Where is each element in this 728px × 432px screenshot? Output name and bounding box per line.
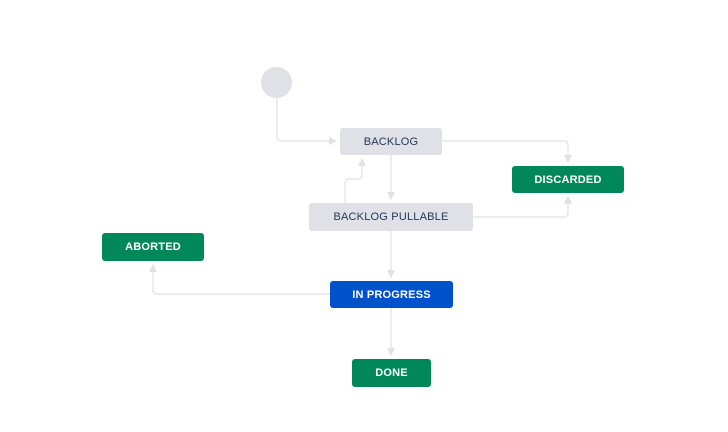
status-aborted-label: ABORTED — [125, 241, 181, 253]
transition-backlog-to-discarded[interactable] — [442, 140, 572, 163]
start-node[interactable] — [261, 67, 292, 98]
status-backlog-pullable[interactable]: BACKLOG PULLABLE — [309, 203, 473, 231]
transition-start-to-backlog[interactable] — [276, 98, 337, 145]
status-aborted[interactable]: ABORTED — [102, 233, 204, 261]
status-backlog-pullable-label: BACKLOG PULLABLE — [333, 211, 449, 223]
status-discarded[interactable]: DISCARDED — [512, 166, 624, 193]
status-discarded-label: DISCARDED — [534, 173, 602, 186]
status-done-label: DONE — [375, 367, 408, 379]
status-in-progress[interactable]: IN PROGRESS — [330, 281, 453, 308]
transition-pullable-to-backlog[interactable] — [344, 158, 366, 203]
status-in-progress-label: IN PROGRESS — [352, 288, 431, 301]
transition-pullable-to-discarded[interactable] — [473, 196, 572, 218]
status-backlog[interactable]: BACKLOG — [340, 128, 442, 155]
status-backlog-label: BACKLOG — [363, 135, 419, 148]
status-done[interactable]: DONE — [352, 359, 431, 387]
transition-inprogress-to-aborted[interactable] — [149, 264, 330, 295]
